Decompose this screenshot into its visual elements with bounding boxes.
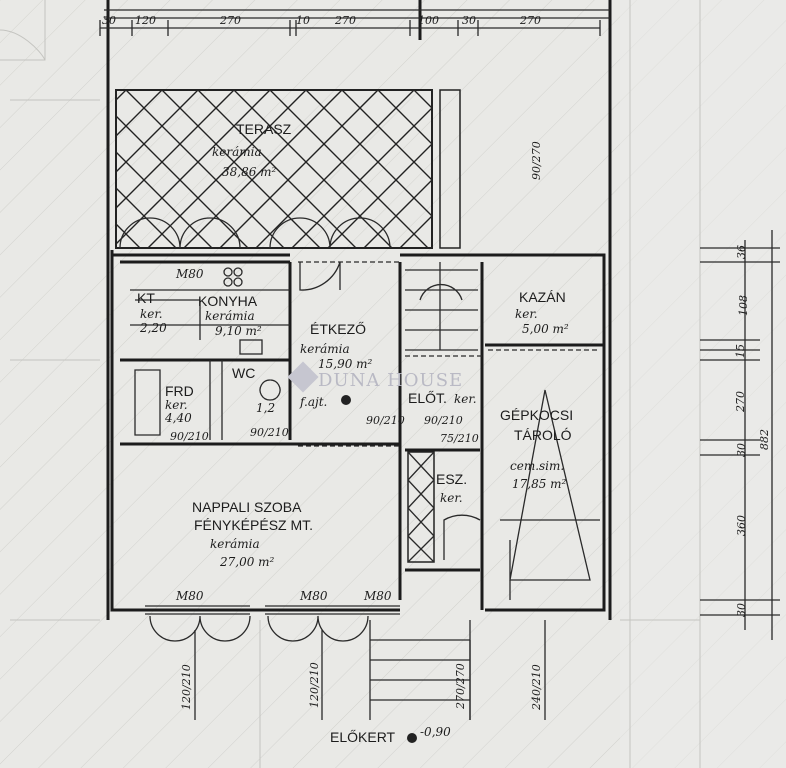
terrace-material: kerámia <box>212 145 262 159</box>
pantry-material: ker. <box>140 307 163 321</box>
interior-walls <box>120 260 604 610</box>
building-walls <box>104 0 612 620</box>
dining-note: f.ajt. <box>299 395 327 409</box>
kitchen-label: KONYHA <box>198 293 258 309</box>
right-dimensions: 36 108 15 270 30 360 30 882 <box>700 230 780 640</box>
front-garden-level: -0,90 <box>420 725 451 739</box>
storage-label: ESZ. <box>436 471 467 487</box>
dim-label: 30 <box>735 603 748 617</box>
dim-label: 30 <box>735 443 748 457</box>
dim-label: 882 <box>758 429 771 450</box>
wc-label: WC <box>232 365 255 381</box>
window-label-4: M80 <box>175 267 204 281</box>
watermark: DUNA HOUSE <box>287 361 463 393</box>
door-label: 90/210 <box>366 414 405 427</box>
dim-label: 30 <box>102 14 116 27</box>
bath-area: 4,40 <box>164 411 192 425</box>
dim-label: 270 <box>334 14 356 27</box>
dining-material: kerámia <box>300 342 350 356</box>
kitchen-material: kerámia <box>205 309 255 323</box>
level-marker-icon <box>407 733 417 743</box>
door-label: 90/210 <box>250 426 289 439</box>
garage-label-line2: TÁROLÓ <box>514 427 572 443</box>
dim-label: 120/210 <box>308 662 321 708</box>
staircase <box>405 262 478 351</box>
dim-label: 360 <box>735 515 748 536</box>
window-label-3: M80 <box>363 589 392 603</box>
dim-label: 36 <box>735 245 748 259</box>
garage-area: 17,85 m² <box>512 477 567 491</box>
window-label-2: M80 <box>299 589 328 603</box>
terrace: TERASZ kerámia 38,86 m² <box>115 89 461 249</box>
watermark-text: DUNA HOUSE <box>318 370 463 391</box>
dim-label: 270 <box>219 14 241 27</box>
dim-label: 270 <box>734 391 747 413</box>
boiler-label: KAZÁN <box>519 289 566 305</box>
storage-shaft <box>407 451 481 563</box>
terrace-area: 38,86 m² <box>222 165 277 179</box>
door-label: 90/210 <box>170 430 209 443</box>
level-marker-icon <box>341 395 351 405</box>
door-label: 75/210 <box>440 432 479 445</box>
garage-material: cem.sim. <box>510 459 564 473</box>
dim-label: 10 <box>296 14 310 27</box>
bottom-dimensions: 120/210 120/210 270/270 240/210 <box>180 620 546 720</box>
hall-material: ker. <box>454 392 477 406</box>
pantry-label: KT <box>137 290 155 306</box>
boiler-material: ker. <box>515 307 538 321</box>
living-use: FÉNYKÉPÉSZ MT. <box>194 517 313 533</box>
kitchen-area: 9,10 m² <box>215 324 262 338</box>
dim-label: 120 <box>135 14 156 27</box>
room-labels: KT ker. 2,20 KONYHA kerámia 9,10 m² ÉTKE… <box>137 289 573 745</box>
dining-area: 15,90 m² <box>318 357 373 371</box>
front-garden-label: ELŐKERT <box>330 729 396 745</box>
garage-label-line1: GÉPKOCSI <box>500 407 573 423</box>
hall-label: ELŐT. <box>408 390 447 406</box>
wc-area: 1,2 <box>256 401 275 415</box>
dim-label: 120/210 <box>180 664 193 710</box>
dim-label: 108 <box>737 295 750 316</box>
storage-material: ker. <box>440 491 463 505</box>
dim-label: 15 <box>734 344 747 358</box>
living-label: NAPPALI SZOBA <box>192 499 302 515</box>
bath-label: FRD <box>165 383 194 399</box>
garage-car-outline <box>500 389 600 600</box>
window-label-1: M80 <box>175 589 204 603</box>
dim-label: 100 <box>418 14 439 27</box>
background-lines <box>0 0 701 768</box>
dim-label: 270 <box>519 14 541 27</box>
dim-label: 240/210 <box>530 664 543 711</box>
dim-label: 30 <box>462 14 476 27</box>
top-dimensions: 30 120 270 10 270 100 30 270 <box>99 14 601 36</box>
terrace-label: TERASZ <box>236 121 292 137</box>
bath-material: ker. <box>165 398 188 412</box>
terrace-door-label: 90/270 <box>530 141 543 180</box>
dining-label: ÉTKEZŐ <box>310 321 366 337</box>
dim-label: 270/270 <box>454 663 467 710</box>
pantry-area: 2,20 <box>139 321 167 335</box>
boiler-area: 5,00 m² <box>522 322 569 336</box>
front-windows: M80 M80 M80 M80 <box>145 267 400 642</box>
living-material: kerámia <box>210 537 260 551</box>
door-labels: 90/210 90/210 90/210 90/210 75/210 90/27… <box>170 141 543 445</box>
living-area: 27,00 m² <box>219 555 275 569</box>
door-label: 90/210 <box>424 414 463 427</box>
